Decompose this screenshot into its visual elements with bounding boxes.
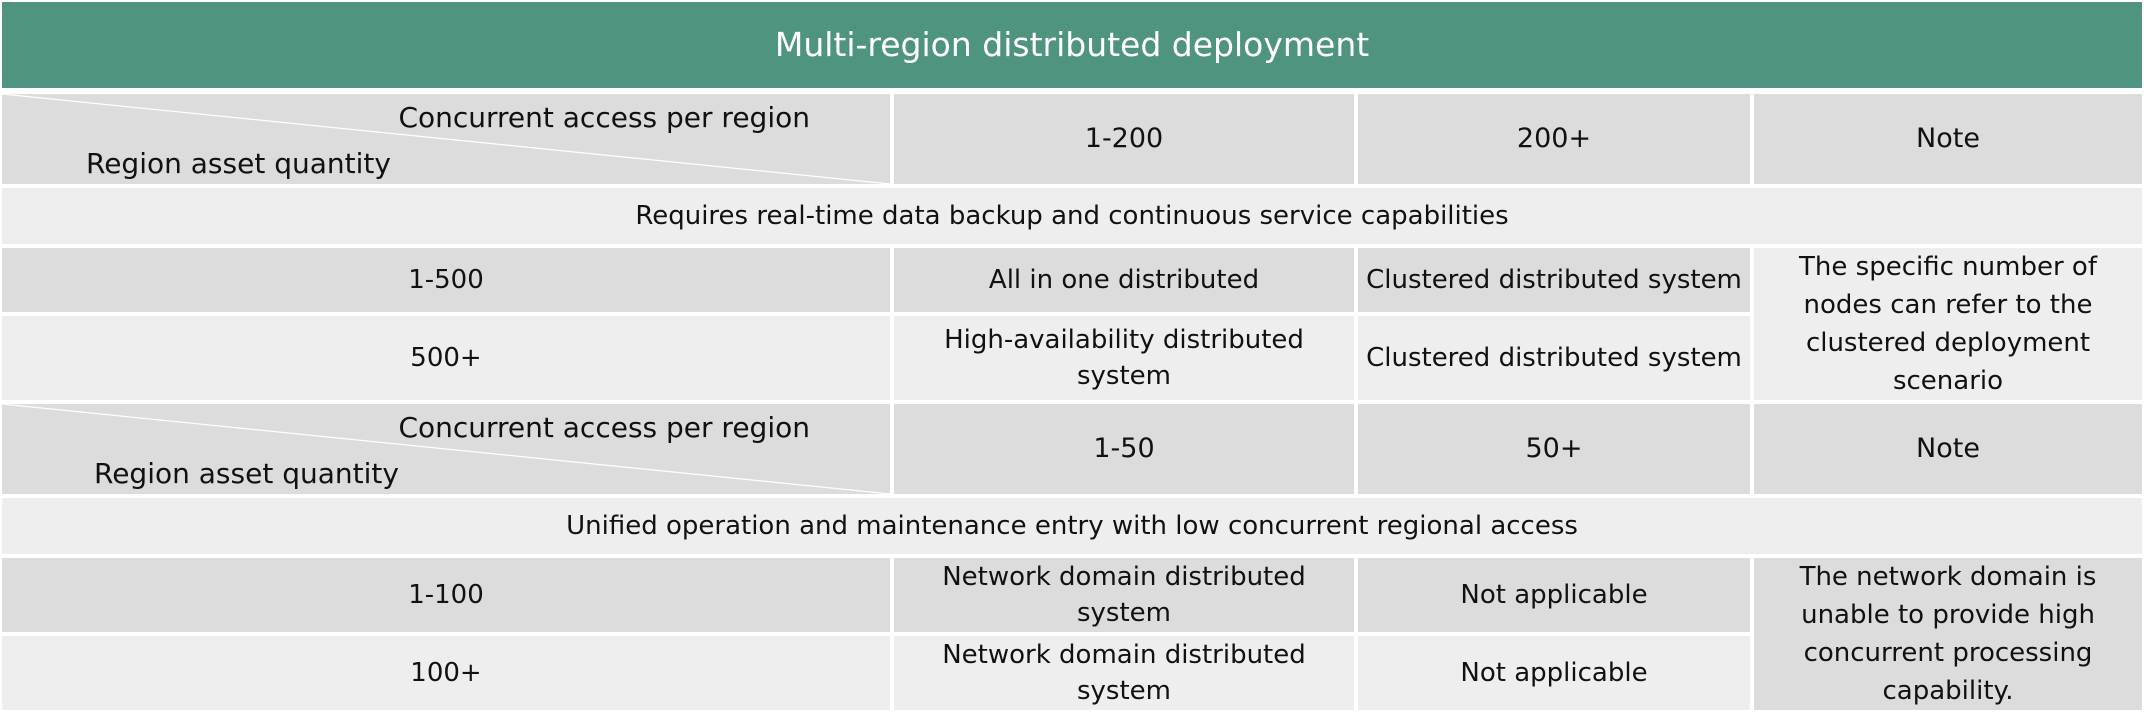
col-header-note: Note [1752,402,2144,496]
header-row-1: Concurrent access per region Region asse… [0,92,2144,186]
quantity-cell: 1-100 [0,556,892,634]
section-row-1: Requires real-time data backup and conti… [0,186,2144,246]
section-row-2: Unified operation and maintenance entry … [0,496,2144,556]
table-row: 500+ High-availability distributed syste… [0,313,2144,402]
note-cell: The specific number of nodes can refer t… [1752,246,2144,402]
diagonal-header-cell-2: Concurrent access per region Region asse… [0,402,892,496]
table-cell: Not applicable [1356,634,1752,712]
table-cell: High-availability distributed system [892,313,1356,402]
note-cell: The network domain is unable to provide … [1752,556,2144,712]
table-row: 1-500 All in one distributed Clustered d… [0,246,2144,402]
quantity-cell: 1-500 [0,246,892,314]
title-row: Multi-region distributed deployment [0,0,2144,92]
table-title: Multi-region distributed deployment [0,0,2144,92]
section-label: Unified operation and maintenance entry … [0,496,2144,556]
diagonal-divider [2,94,890,184]
table-cell: Clustered distributed system [1356,313,1752,402]
table-cell: All in one distributed [892,246,1356,314]
table-cell: Not applicable [1356,556,1752,634]
section-label: Requires real-time data backup and conti… [0,186,2144,246]
quantity-cell: 500+ [0,313,892,402]
table-cell: Clustered distributed system [1356,246,1752,314]
quantity-cell: 100+ [0,634,892,712]
diagonal-header-cell-1: Concurrent access per region Region asse… [0,92,892,186]
table-row: 1-100 Network domain distributed system … [0,556,2144,712]
col-header-label: Concurrent access per region [398,101,810,134]
col-header-label: Concurrent access per region [398,411,810,444]
diagonal-divider [2,404,890,494]
table-cell: Network domain distributed system [892,634,1356,712]
header-row-2: Concurrent access per region Region asse… [0,402,2144,496]
col-header: 1-50 [892,402,1356,496]
col-header: 200+ [1356,92,1752,186]
row-header-label: Region asset quantity [94,457,399,490]
col-header: 1-200 [892,92,1356,186]
table-cell: Network domain distributed system [892,556,1356,634]
col-header-note: Note [1752,92,2144,186]
col-header: 50+ [1356,402,1752,496]
row-header-label: Region asset quantity [86,147,391,180]
